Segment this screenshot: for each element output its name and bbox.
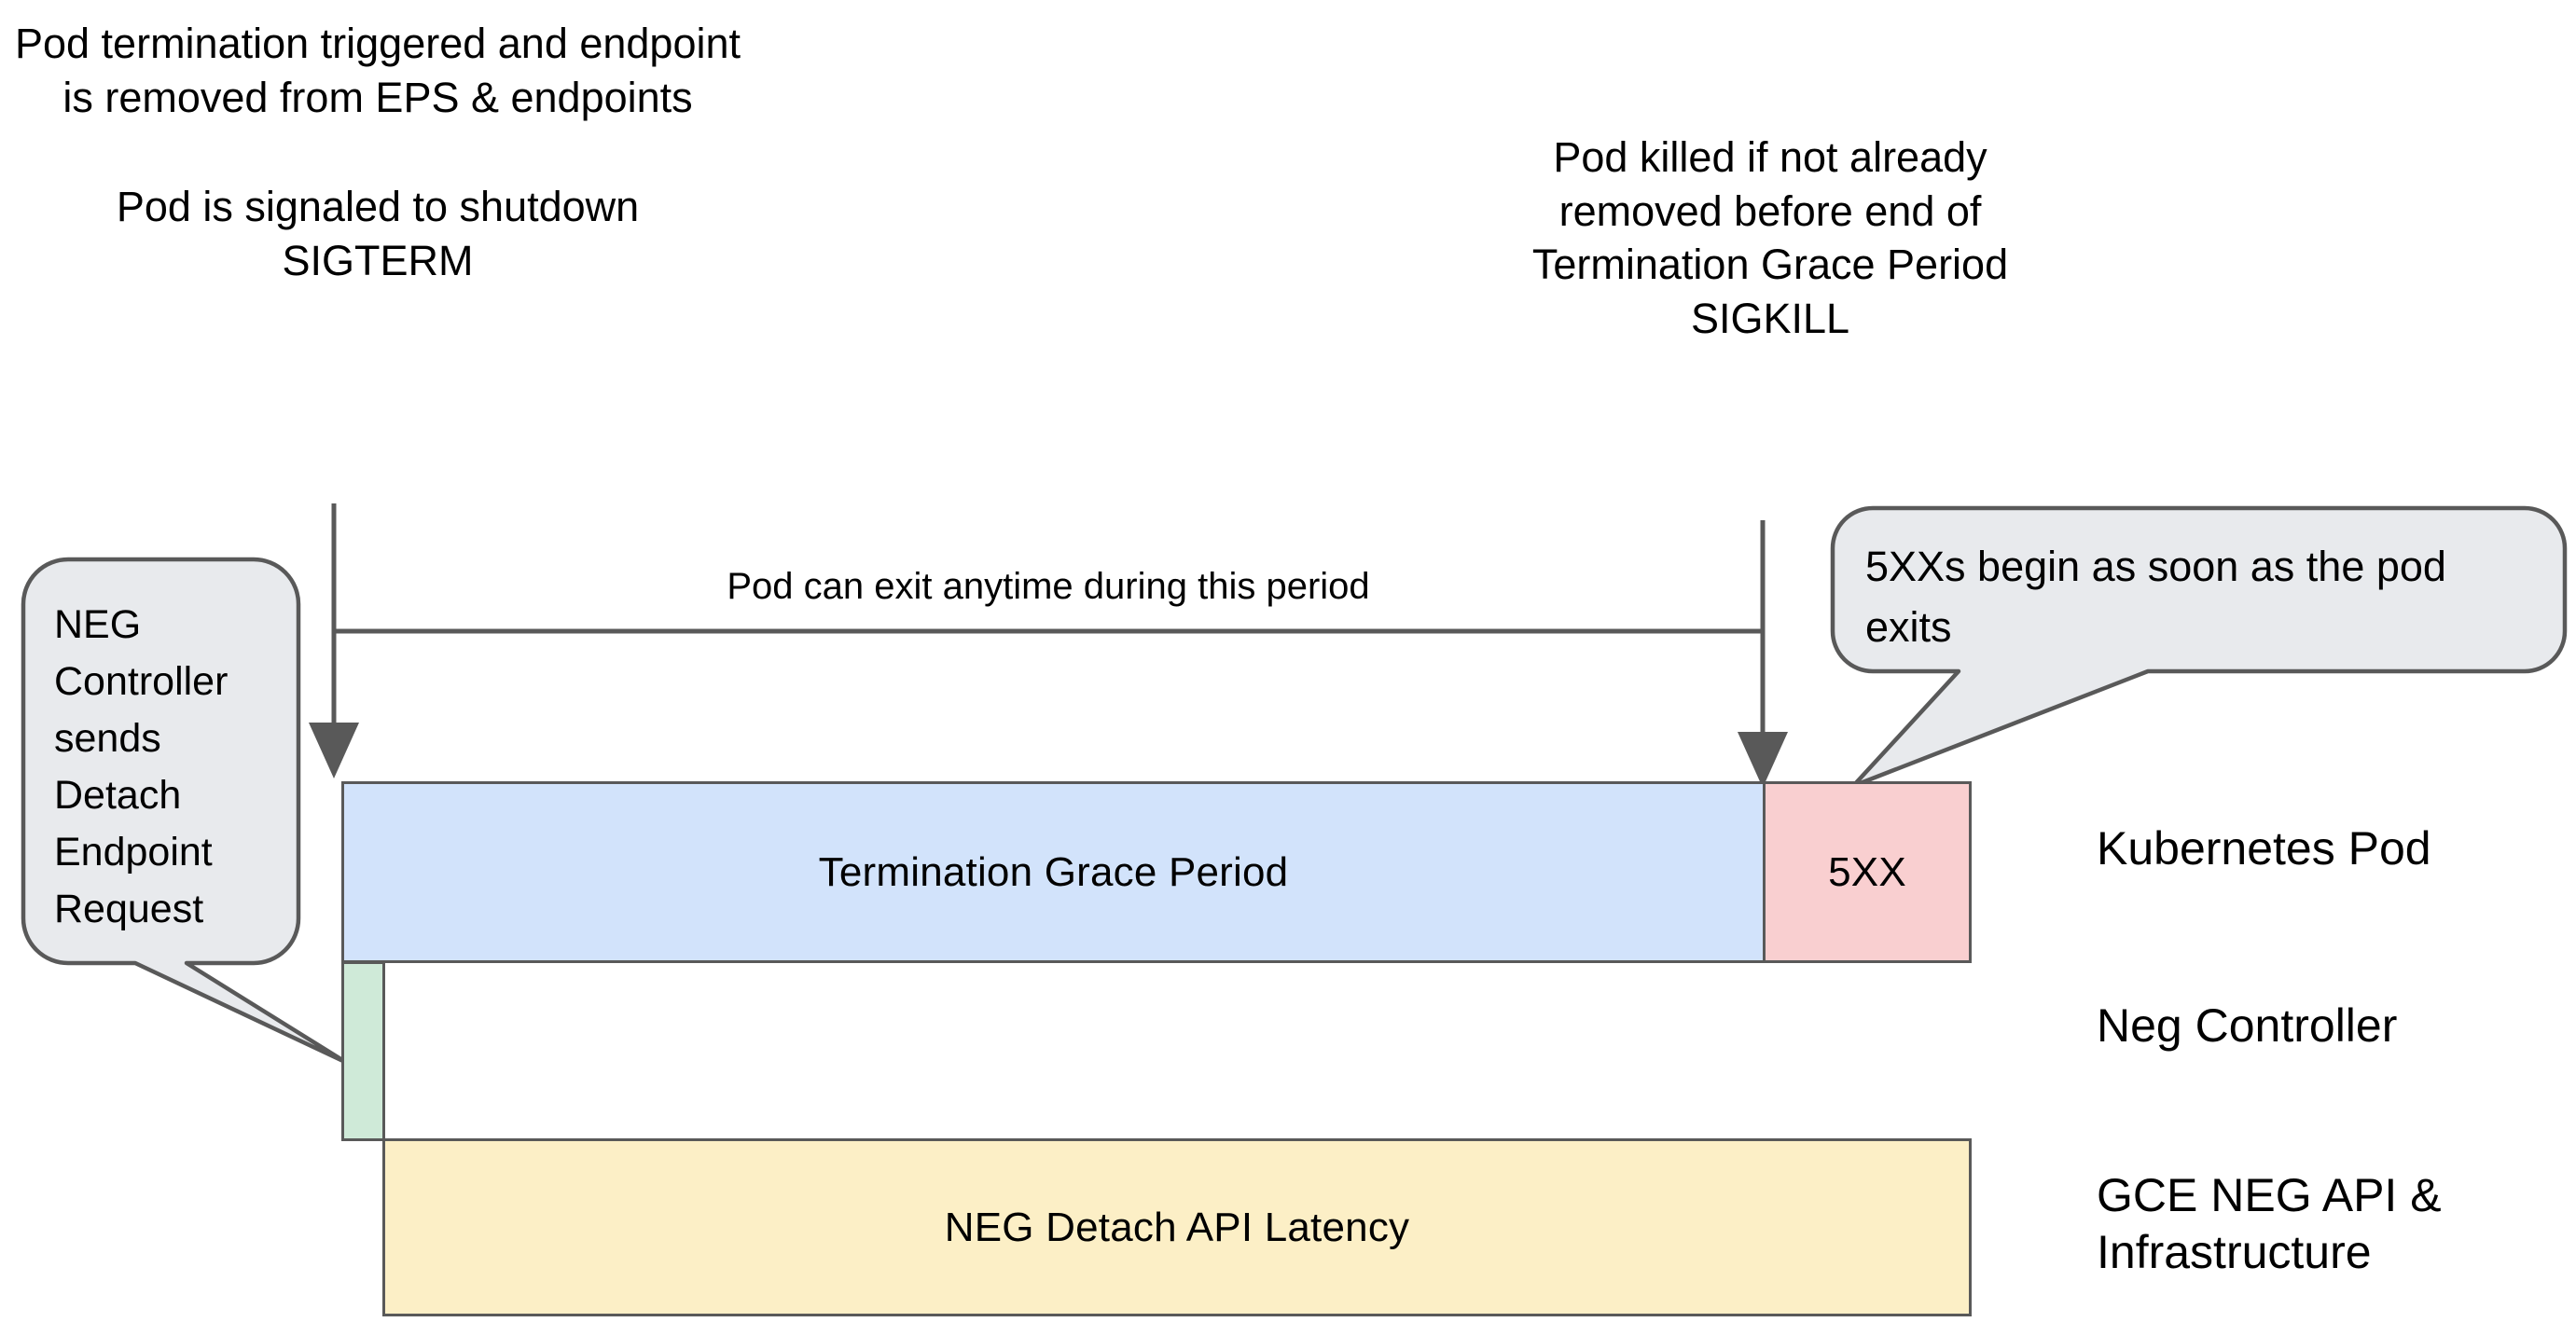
bar-5xx[interactable]: 5XX <box>1763 781 1972 963</box>
lane-label-gce-neg-api-line-1: GCE NEG API & <box>2097 1169 2442 1221</box>
bar-neg-detach-api-latency-label: NEG Detach API Latency <box>944 1204 1410 1250</box>
bar-neg-detach-api-latency[interactable]: NEG Detach API Latency <box>382 1138 1972 1316</box>
timeline-caption: Pod can exit anytime during this period <box>727 566 1370 607</box>
bar-termination-grace-period[interactable]: Termination Grace Period <box>341 781 1766 963</box>
lane-label-gce-neg-api-line-2: Infrastructure <box>2097 1226 2372 1278</box>
bar-termination-grace-period-label: Termination Grace Period <box>818 848 1289 895</box>
annotation-sigkill-line-1: Pod killed if not already <box>1553 133 1987 181</box>
lane-label-gce-neg-api: GCE NEG API & Infrastructure <box>2097 1167 2554 1281</box>
callout-5xx-text: 5XXs begin as soon as the pod exits <box>1865 543 2446 652</box>
bar-neg-controller[interactable] <box>341 961 385 1141</box>
annotation-pod-killed-sigkill: Pod killed if not already removed before… <box>1397 131 2143 345</box>
annotation-sigkill-line-2: removed before end of <box>1558 186 1982 235</box>
annotation-sigterm-line-2: SIGTERM <box>282 236 474 284</box>
annotation-sigkill-line-4: SIGKILL <box>1690 294 1850 342</box>
bar-5xx-label: 5XX <box>1828 848 1906 895</box>
annotation-pod-termination-triggered: Pod termination triggered and endpoint i… <box>9 17 746 287</box>
lane-label-kubernetes-pod: Kubernetes Pod <box>2097 822 2431 875</box>
annotation-sigkill-line-3: Termination Grace Period <box>1531 241 2009 289</box>
annotation-line-1: Pod termination triggered and endpoint i… <box>14 20 741 121</box>
callout-neg-controller-text: NEG Controller sends Detach Endpoint Req… <box>54 602 229 932</box>
lane-label-neg-controller: Neg Controller <box>2097 999 2398 1052</box>
annotation-sigterm-line-1: Pod is signaled to shutdown <box>116 183 640 231</box>
